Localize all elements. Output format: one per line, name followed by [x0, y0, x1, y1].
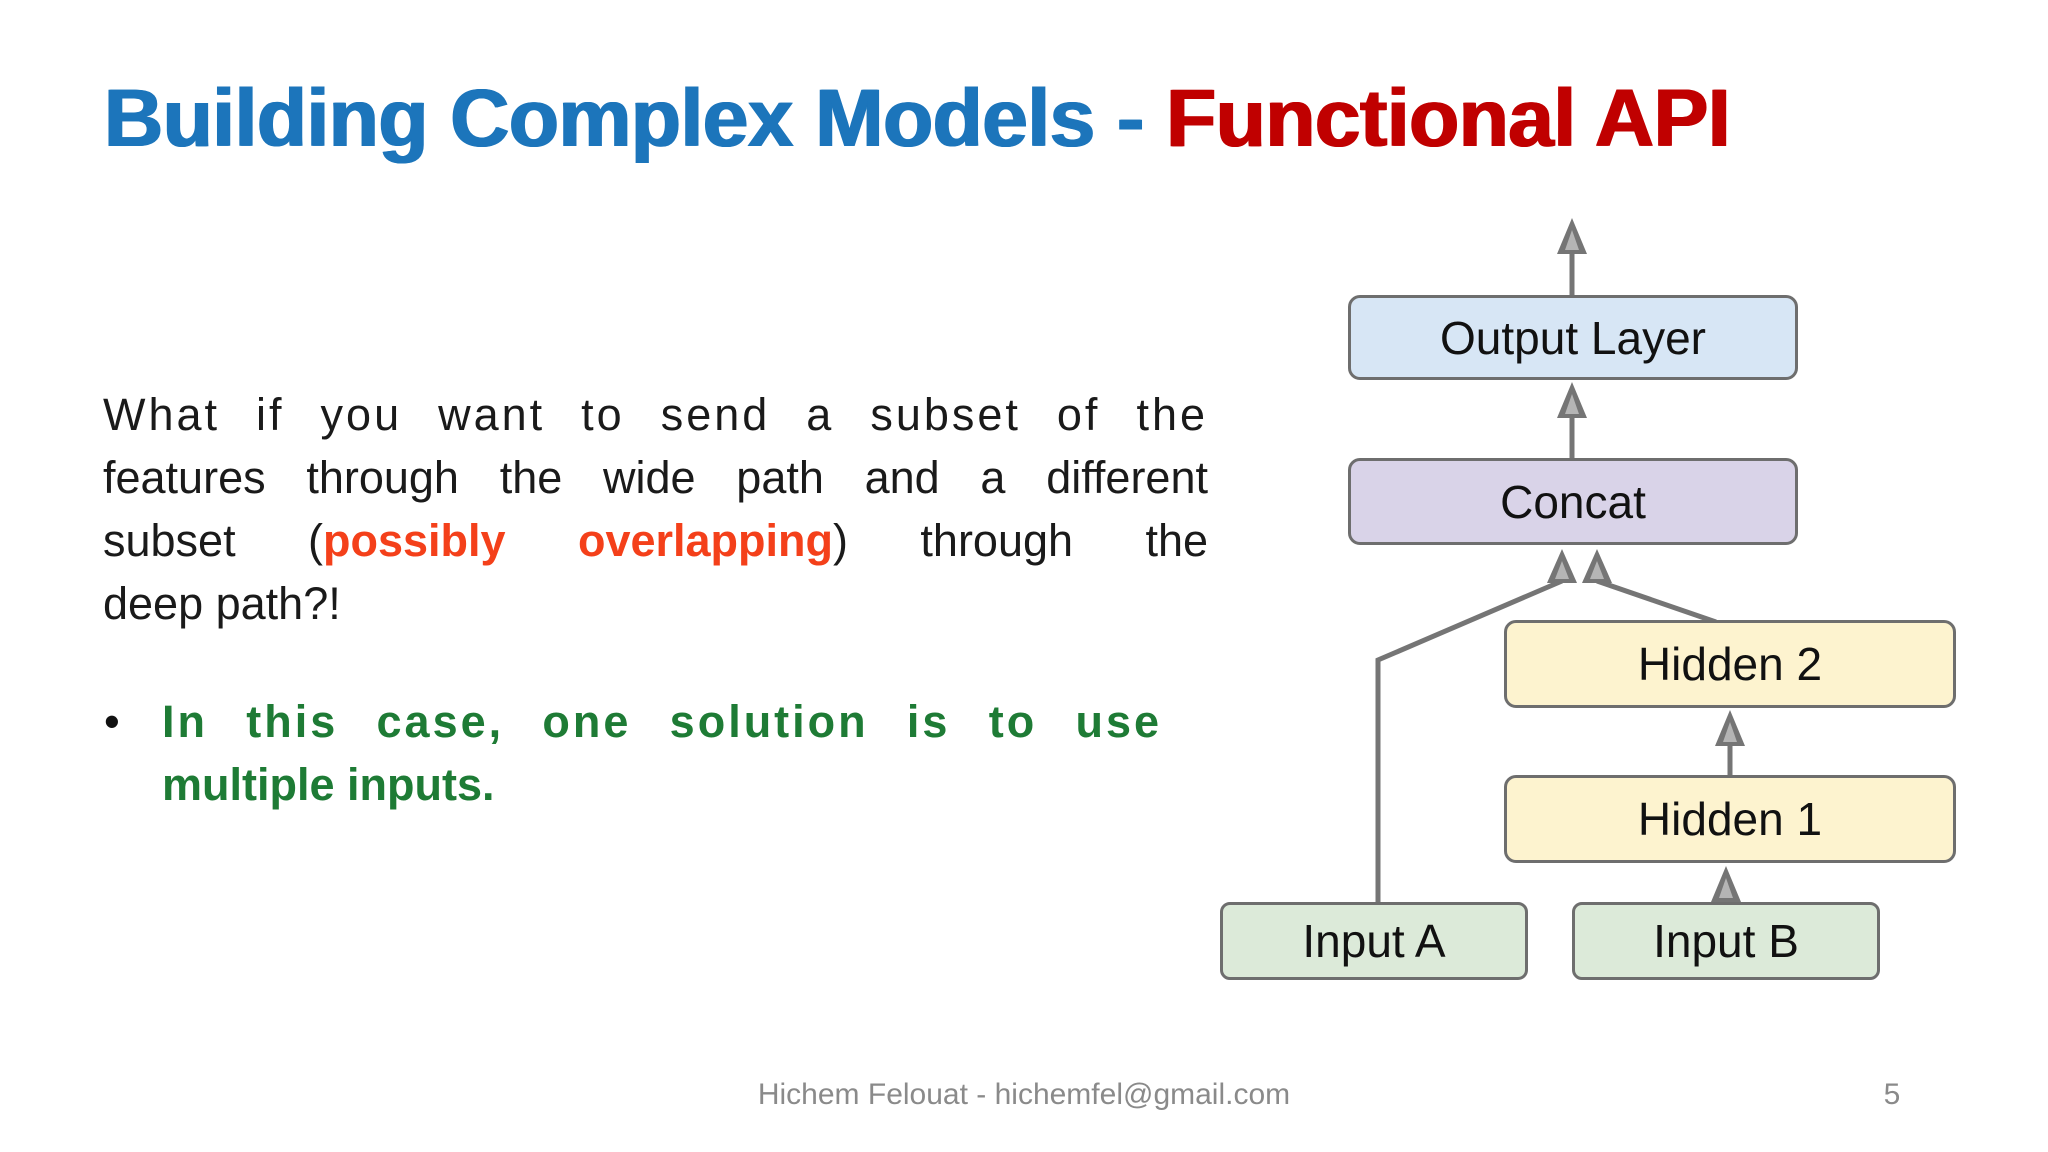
title-blue-part: Building Complex Models - [104, 73, 1167, 164]
arrowhead-inner-1 [1565, 230, 1579, 250]
bullet-line-2: multiple inputs. [162, 759, 495, 810]
arrowhead-inner-6 [1590, 561, 1604, 579]
arrowhead-hidden2-to-concat [1582, 549, 1612, 583]
arrowhead-hidden1-to-hidden2 [1715, 710, 1745, 746]
arrowhead-output-top [1557, 218, 1587, 254]
footer-credit: Hichem Felouat - hichemfel@gmail.com [757, 1078, 1291, 1111]
node-input-b: Input B [1572, 902, 1880, 980]
paragraph-line-1: What if you want to send a subset of the [103, 389, 1208, 440]
paragraph-line-2: features through the wide path and a dif… [103, 452, 1208, 503]
paragraph-line-3: subset (possibly overlapping) through th… [103, 509, 1208, 572]
bullet-line-1: In this case, one solution is to use [162, 696, 1162, 747]
arrowhead-inner-4 [1719, 878, 1733, 898]
paragraph-line-4: deep path?! [103, 578, 341, 629]
paragraph-line-3-pre: subset ( [103, 515, 323, 566]
title-red-part: Functional API [1166, 73, 1731, 164]
arrowhead-inputb-to-hidden1 [1711, 866, 1741, 902]
node-input-a: Input A [1220, 902, 1528, 980]
node-hidden-2: Hidden 2 [1504, 620, 1956, 708]
page-title: Building Complex Models - Functional API [104, 72, 1944, 166]
bullet-marker: • [104, 696, 120, 747]
body-paragraph: What if you want to send a subset of the… [103, 383, 1208, 635]
page-number: 5 [1883, 1078, 1901, 1111]
arrow-hidden2-to-concat-path [1596, 578, 1717, 625]
arrowhead-concat-to-output [1557, 382, 1587, 418]
arrowhead-inner-2 [1565, 394, 1579, 414]
node-output-layer: Output Layer [1348, 295, 1798, 380]
arrowhead-inputa-to-concat [1547, 549, 1577, 583]
bullet-text: In this case, one solution is to use mul… [162, 690, 1162, 816]
highlight-possibly-overlapping: possibly overlapping [323, 515, 834, 566]
node-concat: Concat [1348, 458, 1798, 545]
arrowhead-inner-5 [1555, 561, 1569, 579]
paragraph-line-3-post: ) through the [833, 515, 1209, 566]
node-hidden-1: Hidden 1 [1504, 775, 1956, 863]
arrowhead-inner-3 [1723, 722, 1737, 742]
